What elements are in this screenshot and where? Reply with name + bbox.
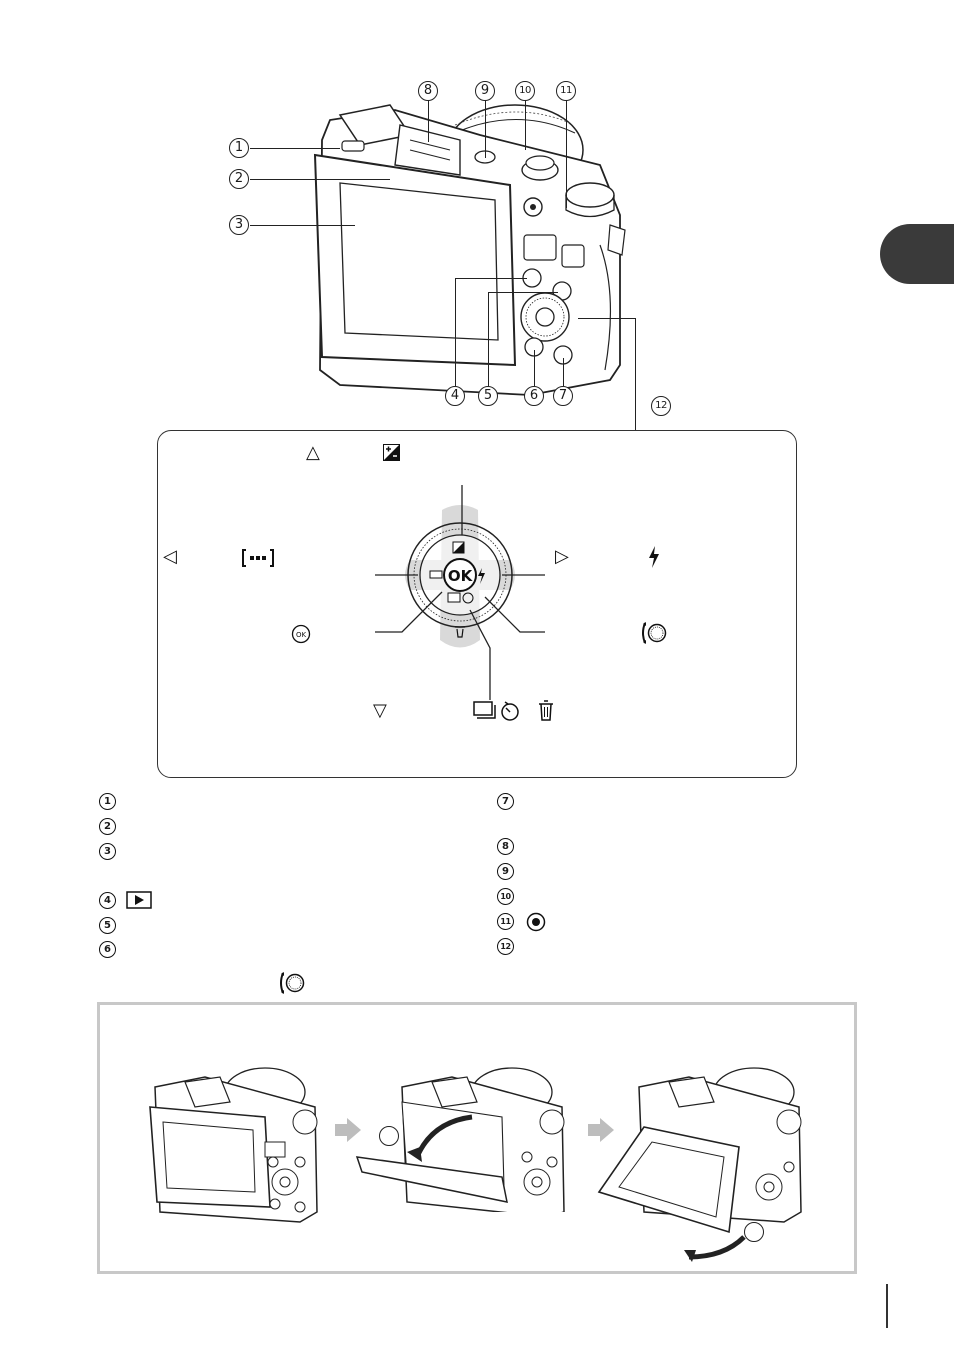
trash-icon [539,700,553,721]
leader-11 [566,100,568,208]
page-divider [886,1284,888,1328]
leader-8 [428,100,430,142]
callout-8: 8 [418,81,438,101]
arrow-pad-dial: OK [375,485,545,700]
step-label-1 [379,1126,399,1146]
callout-7: 7 [553,386,573,406]
record-icon [526,912,546,932]
leader-10 [525,100,527,150]
legend-num-1: 1 [99,793,116,810]
legend-num-10: 10 [497,888,514,905]
legend-num-3: 3 [99,843,116,860]
legend-num-5: 5 [99,917,116,934]
sequential-self-timer-icon [473,701,519,721]
callout-5: 5 [478,386,498,406]
svg-text:OK: OK [296,631,307,639]
camera-monitor-step-2 [355,1067,565,1212]
control-dial-icon [642,622,667,644]
leader-2 [250,179,390,181]
left-arrow-icon: ◁ [163,546,177,567]
legend-num-7: 7 [497,793,514,810]
callout-3: 3 [229,215,249,235]
leader-12v [635,318,637,430]
monitor-tilt-panel [97,1002,857,1274]
flash-icon [649,546,659,568]
callout-10: 10 [515,81,535,101]
leader-3 [250,225,355,227]
legend-num-2: 2 [99,818,116,835]
leader-9 [485,100,487,158]
leader-6 [534,350,536,386]
legend-num-12: 12 [497,938,514,955]
leader-5h [488,292,558,294]
legend-num-6: 6 [99,941,116,958]
step-arrow-1 [335,1118,361,1142]
leader-4h [455,278,527,280]
leader-5 [488,292,490,386]
up-arrow-icon: △ [306,442,320,463]
ok-button-icon: OK [291,624,311,644]
dial-ok-label: OK [448,567,474,585]
callout-11: 11 [556,81,576,101]
chapter-tab [880,224,954,284]
legend-num-11: 11 [497,913,514,930]
playback-icon [126,891,152,909]
step-arrow-2 [588,1118,614,1142]
callout-6: 6 [524,386,544,406]
leader-7 [563,358,565,386]
right-arrow-icon: ▷ [555,546,569,567]
control-dial-callout-box [157,430,797,778]
down-arrow-icon: ▽ [373,700,387,721]
callout-4: 4 [445,386,465,406]
legend-num-9: 9 [497,863,514,880]
exposure-compensation-icon [383,444,400,461]
camera-monitor-step-3 [597,1067,802,1262]
af-target-icon [242,549,274,567]
legend-num-8: 8 [497,838,514,855]
callout-9: 9 [475,81,495,101]
leader-1 [250,148,340,150]
callout-1: 1 [229,138,249,158]
callout-2: 2 [229,169,249,189]
camera-back-illustration [313,104,626,396]
leader-4 [455,278,457,386]
control-dial-icon-legend [280,972,305,994]
camera-monitor-step-1 [149,1067,318,1223]
callout-12: 12 [651,396,671,416]
leader-12h [578,318,636,320]
legend-num-4: 4 [99,892,116,909]
step-label-2 [744,1222,764,1242]
